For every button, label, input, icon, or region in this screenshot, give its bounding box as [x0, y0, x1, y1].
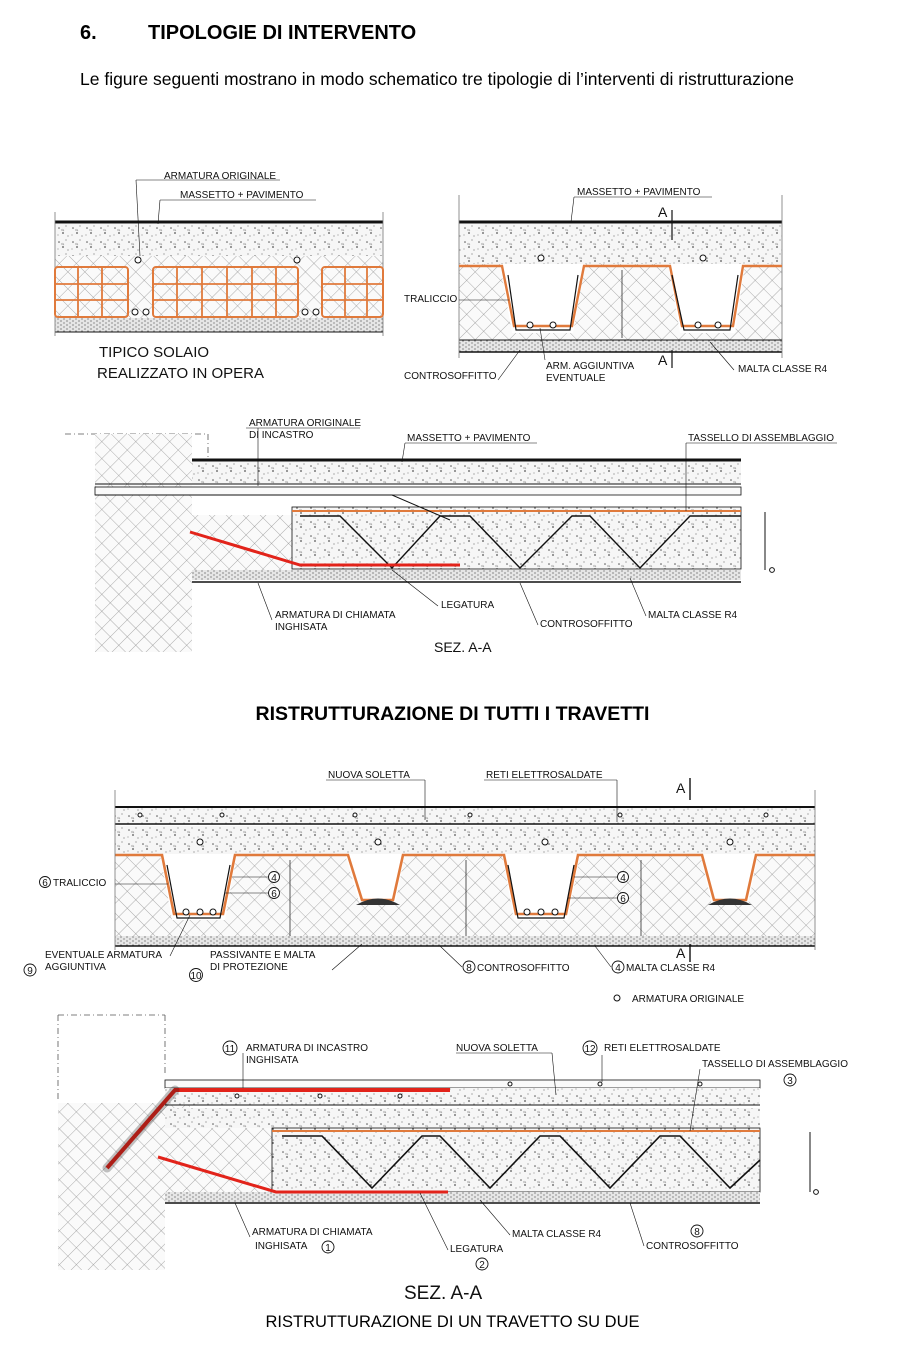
fig4-legend-armatura-originale: ARMATURA ORIGINALE: [632, 994, 744, 1005]
fig4-number-4-malta: 4: [615, 963, 621, 974]
fig3-label-legatura: LEGATURA: [441, 600, 494, 611]
fig5-number-8: 8: [694, 1227, 700, 1238]
fig4-label-passivante-line1: PASSIVANTE E MALTA: [210, 950, 316, 961]
fig2-label-traliccio: TRALICCIO: [404, 294, 458, 305]
fig4-label-controsoffitto: CONTROSOFFITTO: [477, 963, 570, 974]
fig2-retrofit-section: A A MASSETTO + PAVIMENTO TRALICCIO CONTR…: [404, 187, 828, 384]
fig4-number-6-left: 6: [271, 889, 277, 900]
fig1-label-armatura-originale: ARMATURA ORIGINALE: [164, 171, 276, 182]
fig3-label-chiamata-line2: INGHISATA: [275, 622, 328, 633]
fig5-number-12: 12: [584, 1044, 596, 1055]
fig2-label-controsoffitto: CONTROSOFFITTO: [404, 371, 497, 382]
fig5-label-chiamata-line2: INGHISATA: [255, 1241, 308, 1252]
fig2-label-arm-line1: ARM. AGGIUNTIVA: [546, 361, 634, 372]
fig5-label-reti: RETI ELETTROSALDATE: [604, 1043, 721, 1054]
section-title: TIPOLOGIE DI INTERVENTO: [148, 22, 417, 44]
fig4-label-nuova-soletta: NUOVA SOLETTA: [328, 770, 410, 781]
fig2-section-mark-a-top: A: [658, 204, 668, 220]
fig5-number-1: 1: [325, 1243, 331, 1254]
fig3-label-arm-incastro-line2: DI INCASTRO: [249, 430, 314, 441]
fig4-number-6-right: 6: [620, 894, 626, 905]
fig5-label-nuova-soletta: NUOVA SOLETTA: [456, 1043, 538, 1054]
fig4-label-traliccio: TRALICCIO: [53, 878, 107, 889]
fig5-label-chiamata-line1: ARMATURA DI CHIAMATA: [252, 1227, 373, 1238]
fig5-label-legatura: LEGATURA: [450, 1244, 503, 1255]
fig4-number-4-right: 4: [620, 873, 626, 884]
fig3-label-malta: MALTA CLASSE R4: [648, 610, 738, 621]
fig4-number-10: 10: [190, 971, 202, 982]
fig3-label-arm-incastro-line1: ARMATURA ORIGINALE: [249, 418, 361, 429]
fig5-label-tassello: TASSELLO DI ASSEMBLAGGIO: [702, 1059, 848, 1070]
fig4-label-eventuale-line2: AGGIUNTIVA: [45, 962, 106, 973]
fig4-label-reti: RETI ELETTROSALDATE: [486, 770, 603, 781]
fig4-number-9: 9: [27, 966, 33, 977]
fig4-section-mark-a-bottom: A: [676, 945, 686, 961]
fig4-number-8: 8: [466, 963, 472, 974]
fig1-label-massetto: MASSETTO + PAVIMENTO: [180, 190, 304, 201]
fig4-alternate-retrofit: A A NUOVA SOLETTA RETI ELETTROSALDATE 6 …: [23, 770, 816, 1005]
fig4-number-6-traliccio: 6: [42, 878, 48, 889]
fig1-typical-slab: ARMATURA ORIGINALE MASSETTO + PAVIMENTO …: [54, 171, 384, 382]
fig1-caption-line2: REALIZZATO IN OPERA: [97, 365, 264, 382]
intro-paragraph: Le figure seguenti mostrano in modo sche…: [80, 69, 794, 89]
fig5-label-malta: MALTA CLASSE R4: [512, 1229, 602, 1240]
fig3-label-massetto: MASSETTO + PAVIMENTO: [407, 433, 531, 444]
fig2-label-massetto: MASSETTO + PAVIMENTO: [577, 187, 701, 198]
fig5-section-aa: 11 ARMATURA DI INCASTRO INGHISATA NUOVA …: [57, 1014, 848, 1304]
fig3-section-title: SEZ. A-A: [434, 639, 492, 655]
fig4-section-mark-a-top: A: [676, 780, 686, 796]
fig5-section-title: SEZ. A-A: [404, 1283, 482, 1304]
fig2-section-mark-a-bottom: A: [658, 352, 668, 368]
fig5-label-arm-incastro-line2: INGHISATA: [246, 1055, 299, 1066]
section-number: 6.: [80, 22, 97, 44]
fig2-label-arm-line2: EVENTUALE: [546, 373, 606, 384]
fig4-label-passivante-line2: DI PROTEZIONE: [210, 962, 288, 973]
fig5-number-3: 3: [787, 1076, 793, 1087]
fig2-label-malta: MALTA CLASSE R4: [738, 364, 828, 375]
fig3-section-aa: ARMATURA ORIGINALE DI INCASTRO MASSETTO …: [65, 418, 837, 655]
fig4-label-eventuale-line1: EVENTUALE ARMATURA: [45, 950, 162, 961]
fig3-label-controsoffitto: CONTROSOFFITTO: [540, 619, 633, 630]
section-heading: 6. TIPOLOGIE DI INTERVENTO: [80, 22, 416, 45]
fig3-label-chiamata-line1: ARMATURA DI CHIAMATA: [275, 610, 396, 621]
fig1-caption-line1: TIPICO SOLAIO: [99, 344, 209, 361]
fig5-label-arm-incastro-line1: ARMATURA DI INCASTRO: [246, 1043, 368, 1054]
fig4-number-4-left: 4: [271, 873, 277, 884]
caption-all-joists: RISTRUTTURAZIONE DI TUTTI I TRAVETTI: [255, 703, 650, 725]
fig4-label-malta: MALTA CLASSE R4: [626, 963, 716, 974]
fig5-number-2: 2: [479, 1260, 485, 1271]
fig5-label-controsoffitto: CONTROSOFFITTO: [646, 1241, 739, 1252]
fig5-number-11: 11: [225, 1044, 236, 1055]
fig3-label-tassello: TASSELLO DI ASSEMBLAGGIO: [688, 433, 834, 444]
caption-one-in-two-joists: RISTRUTTURAZIONE DI UN TRAVETTO SU DUE: [265, 1313, 640, 1331]
